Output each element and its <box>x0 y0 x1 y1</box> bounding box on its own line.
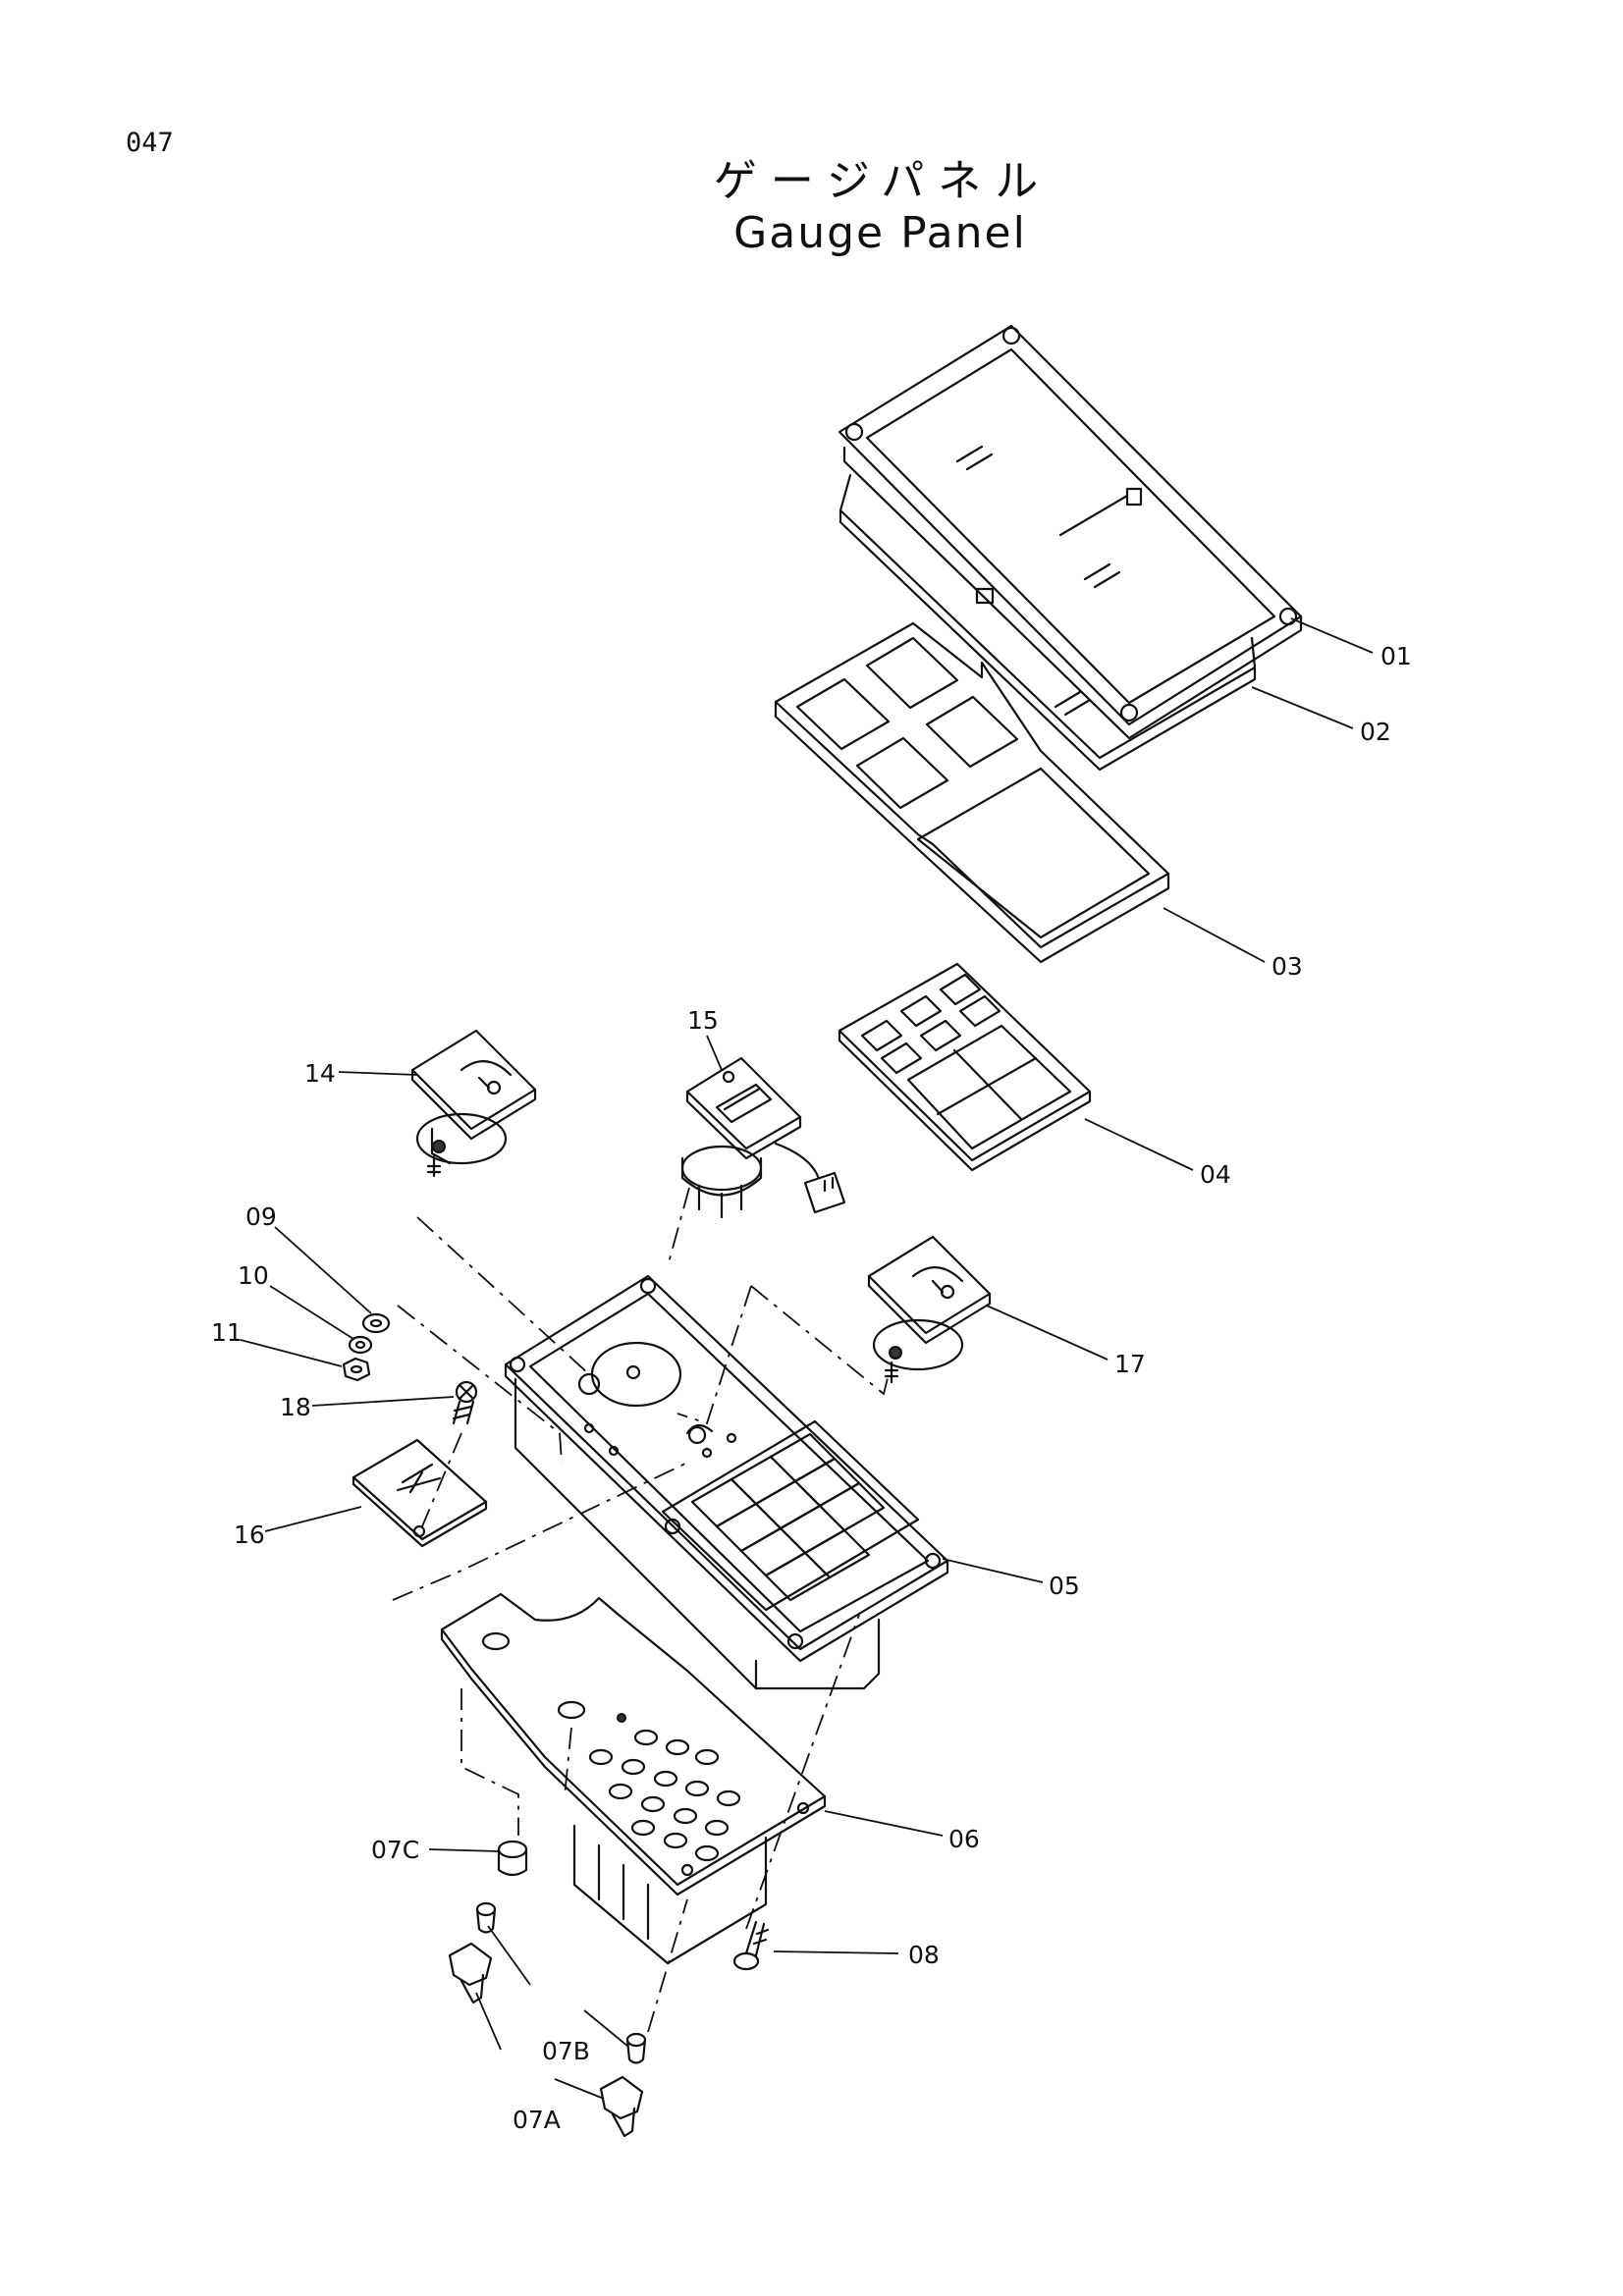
part-17-gauge <box>867 1235 992 1384</box>
label-14: 14 <box>304 1059 336 1088</box>
label-11: 11 <box>211 1318 243 1347</box>
label-02: 02 <box>1360 718 1391 746</box>
part-14-gauge <box>410 1029 537 1178</box>
part-08-screw <box>732 1920 770 1971</box>
part-16-cover-plate <box>352 1438 488 1548</box>
label-07A: 07A <box>513 2106 561 2134</box>
part-02-gasket <box>839 473 1257 772</box>
label-03: 03 <box>1271 952 1303 981</box>
title-english: Gauge Panel <box>733 208 1027 258</box>
label-09: 09 <box>245 1202 277 1231</box>
label-08: 08 <box>908 1941 940 1969</box>
parts-09-10-11-nuts <box>342 1312 391 1382</box>
part-06-circuit-board <box>440 1592 827 1965</box>
part-18-screw <box>452 1380 478 1425</box>
part-01-bezel <box>838 324 1303 740</box>
leader-lines <box>240 617 1374 2100</box>
label-17: 17 <box>1114 1350 1146 1378</box>
label-06: 06 <box>948 1825 980 1853</box>
assembly-lines <box>392 1187 890 2033</box>
label-10: 10 <box>238 1261 269 1290</box>
label-04: 04 <box>1200 1160 1231 1189</box>
label-16: 16 <box>234 1521 265 1549</box>
label-07C: 07C <box>371 1836 419 1864</box>
part-07A-sockets <box>448 1942 644 2138</box>
page-number: 047 <box>126 128 174 158</box>
label-01: 01 <box>1380 642 1412 670</box>
label-15: 15 <box>687 1006 719 1035</box>
part-15-hour-meter <box>680 1056 846 1219</box>
label-07B: 07B <box>542 2037 590 2065</box>
label-05: 05 <box>1049 1572 1080 1600</box>
part-03-window-frame <box>774 621 1170 964</box>
label-18: 18 <box>280 1393 311 1421</box>
part-07B-bulbs <box>475 1901 647 2064</box>
part-04-label-sheet <box>838 962 1092 1172</box>
part-07C-bulb-cap <box>497 1840 528 1877</box>
title-japanese: ゲージパネル <box>713 156 1053 206</box>
part-labels: 01 02 03 04 05 06 07A 07B 07C 08 09 10 1… <box>211 642 1412 2134</box>
